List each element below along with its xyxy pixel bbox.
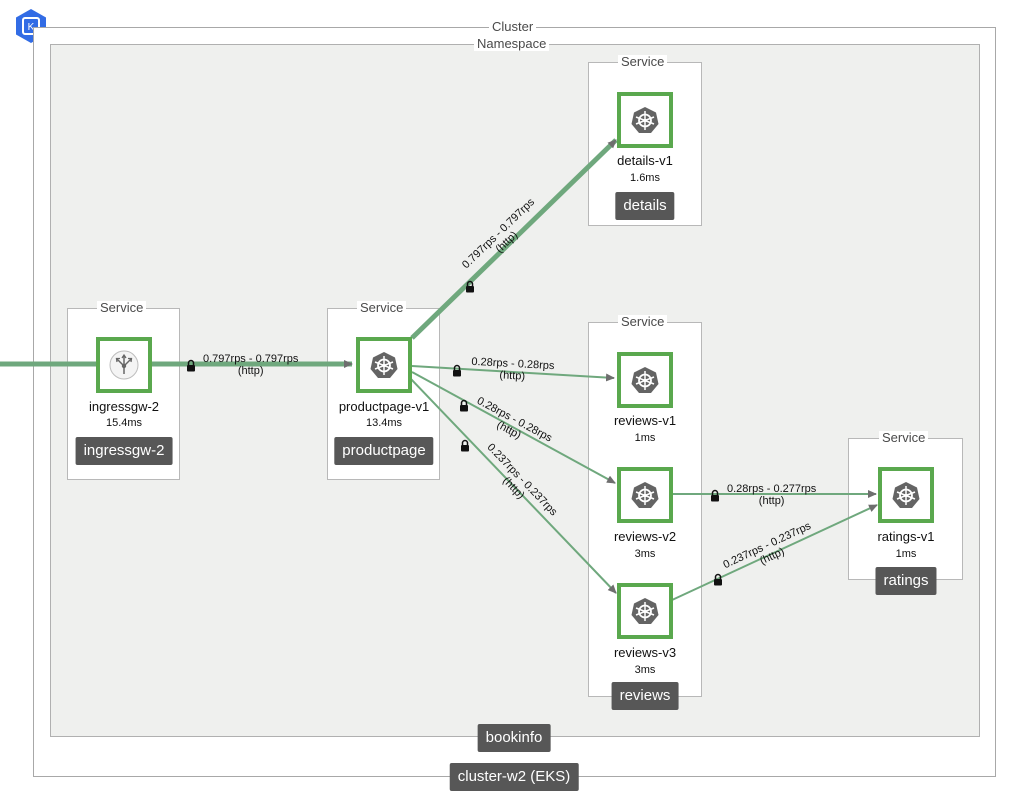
namespace-label: Namespace xyxy=(474,37,550,51)
node-rt-reviews-v3: 3ms xyxy=(634,664,656,676)
cluster-label: Cluster xyxy=(489,20,537,34)
gateway-icon xyxy=(109,350,139,380)
node-ratings[interactable] xyxy=(878,467,934,523)
lock-icon xyxy=(466,280,474,293)
kubernetes-icon xyxy=(631,482,659,508)
lock-icon xyxy=(711,489,719,502)
node-name-ingressgw: ingressgw-2 xyxy=(88,399,160,414)
service-label-reviews: Service xyxy=(618,315,668,329)
node-ingressgw[interactable] xyxy=(96,337,152,393)
edge-productpage-details xyxy=(410,138,618,340)
kubernetes-icon xyxy=(631,367,659,393)
service-label-productpage: Service xyxy=(357,301,407,315)
edge-proto: (http) xyxy=(237,365,264,377)
edge-productpage-reviews-v3 xyxy=(409,377,617,594)
edge-rate: 0.797rps - 0.797rps xyxy=(203,353,299,365)
edge-productpage-reviews-v1 xyxy=(411,365,615,382)
lock-icon xyxy=(187,359,195,372)
kubernetes-icon xyxy=(631,598,659,624)
node-name-ratings: ratings-v1 xyxy=(877,529,935,544)
node-rt-ratings: 1ms xyxy=(895,548,917,560)
kubernetes-icon xyxy=(631,107,659,133)
node-name-reviews-v3: reviews-v3 xyxy=(613,645,677,660)
node-reviews-v1[interactable] xyxy=(617,352,673,408)
node-reviews-v3[interactable] xyxy=(617,583,673,639)
edge-rate: 0.28rps - 0.277rps xyxy=(727,483,817,495)
node-rt-details: 1.6ms xyxy=(630,172,660,184)
node-productpage[interactable] xyxy=(356,337,412,393)
node-reviews-v2[interactable] xyxy=(617,467,673,523)
service-label-details: Service xyxy=(618,55,668,69)
tag-reviews[interactable]: reviews xyxy=(611,682,679,710)
node-name-reviews-v1: reviews-v1 xyxy=(613,413,677,428)
edge-productpage-reviews-v2 xyxy=(411,371,616,484)
node-details[interactable] xyxy=(617,92,673,148)
tag-details[interactable]: details xyxy=(615,192,675,220)
tag-ratings[interactable]: ratings xyxy=(875,567,937,595)
kubernetes-icon xyxy=(892,482,920,508)
lock-icon xyxy=(453,364,461,377)
edge-label-ingress-productpage[interactable]: 0.797rps - 0.797rps (http) xyxy=(203,353,298,377)
tag-productpage[interactable]: productpage xyxy=(334,437,434,465)
node-name-details: details-v1 xyxy=(617,153,673,168)
edge-label-reviews-v2-ratings[interactable]: 0.28rps - 0.277rps (http) xyxy=(727,483,816,507)
node-rt-reviews-v2: 3ms xyxy=(634,548,656,560)
edge-reviews-v3-ratings xyxy=(671,504,878,601)
kubernetes-icon xyxy=(370,352,398,378)
namespace-box[interactable] xyxy=(50,44,980,737)
node-name-productpage: productpage-v1 xyxy=(338,399,430,414)
node-rt-productpage: 13.4ms xyxy=(365,417,403,429)
service-label-ingressgw: Service xyxy=(97,301,147,315)
tag-ingressgw[interactable]: ingressgw-2 xyxy=(75,437,173,465)
lock-icon xyxy=(714,573,722,586)
svg-text:K: K xyxy=(28,22,35,33)
tag-cluster[interactable]: cluster-w2 (EKS) xyxy=(449,763,579,791)
lock-icon xyxy=(460,399,468,412)
lock-icon xyxy=(461,439,469,452)
service-label-ratings: Service xyxy=(879,431,929,445)
tag-namespace[interactable]: bookinfo xyxy=(477,724,551,752)
node-rt-reviews-v1: 1ms xyxy=(634,432,656,444)
edge-proto: (http) xyxy=(758,495,785,507)
node-name-reviews-v2: reviews-v2 xyxy=(613,529,677,544)
edge-label-productpage-reviews-v1[interactable]: 0.28rps - 0.28rps (http) xyxy=(470,356,555,384)
node-rt-ingressgw: 15.4ms xyxy=(105,417,143,429)
